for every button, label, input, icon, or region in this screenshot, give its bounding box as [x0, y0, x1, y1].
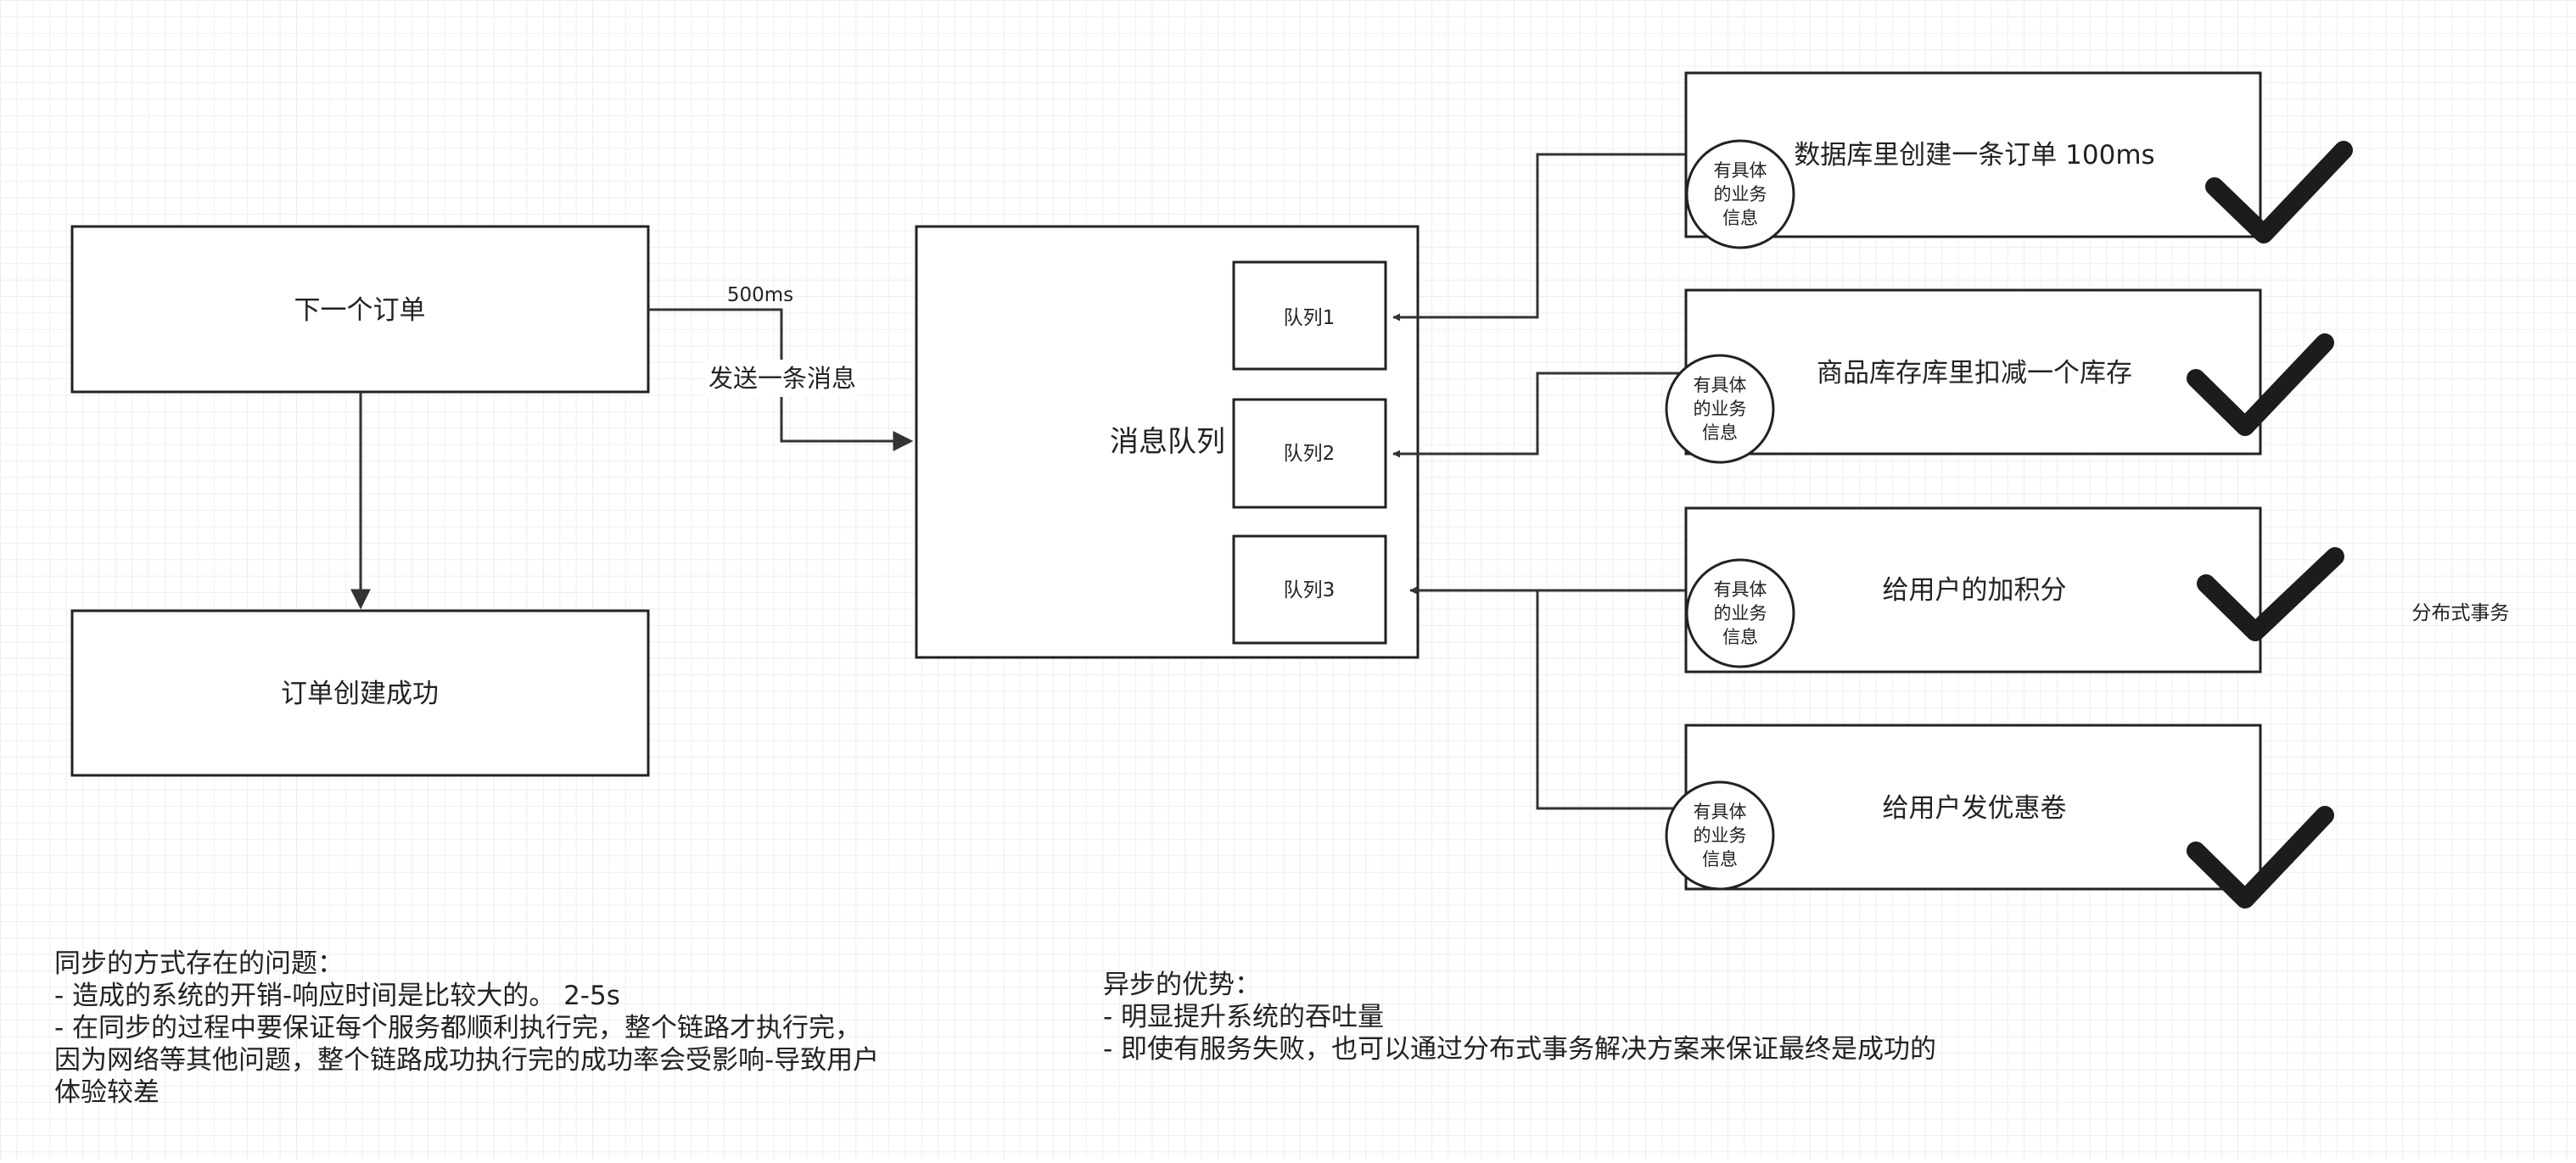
business-info-badge-3: 有具体 的业务 信息: [1685, 558, 1795, 668]
coupon-service-label: 给用户发优惠卷: [1883, 793, 2067, 824]
coupon-service-box[interactable]: [1684, 724, 2262, 891]
edge-coupon-to-queue3: [1536, 590, 1686, 810]
business-info-badge-1: 有具体 的业务 信息: [1685, 139, 1795, 249]
send-message-label-bg: [706, 360, 857, 397]
queue1-label: 队列1: [1284, 307, 1336, 329]
async-notes-line: - 即使有服务失败，也可以通过分布式事务解决方案来保证最终是成功的: [1103, 1034, 1937, 1065]
badge-line-2: 的业务: [1714, 184, 1767, 204]
edge-stock-to-queue2: [1392, 372, 1686, 458]
order-created-box[interactable]: [70, 609, 650, 777]
sync-notes-line: 体验较差: [54, 1077, 160, 1108]
badge-line-1: 有具体: [1714, 579, 1767, 600]
place-order-label: 下一个订单: [294, 295, 426, 326]
db-order-service-label: 数据库里创建一条订单 100ms: [1794, 140, 2154, 171]
business-info-badge-2: 有具体 的业务 信息: [1665, 354, 1775, 464]
edge-db-order-to-queue1: [1392, 153, 1686, 322]
badge-line-2: 的业务: [1694, 825, 1747, 846]
points-service-label: 给用户的加积分: [1883, 575, 2067, 606]
order-created-label: 订单创建成功: [281, 679, 439, 709]
badge-line-3: 信息: [1702, 849, 1738, 869]
place-order-box[interactable]: [70, 225, 650, 394]
checkmark-icon: [2187, 806, 2334, 909]
business-info-badge-4: 有具体 的业务 信息: [1665, 780, 1775, 891]
queue1-box[interactable]: [1232, 260, 1387, 371]
sync-notes-line: 因为网络等其他问题，整个链路成功执行完的成功率会受影响-导致用户: [54, 1045, 880, 1076]
checkmark-icon: [2197, 547, 2344, 641]
sync-notes-title: 同步的方式存在的问题：: [54, 948, 344, 979]
stock-service-box[interactable]: [1684, 288, 2262, 456]
queue2-label: 队列2: [1284, 443, 1336, 465]
badge-line-3: 信息: [1722, 208, 1758, 228]
badge-line-2: 的业务: [1694, 399, 1747, 419]
async-notes-title: 异步的优势：: [1103, 970, 1261, 1000]
distributed-transaction-label: 分布式事务: [2412, 602, 2510, 624]
queue2-box[interactable]: [1232, 398, 1387, 509]
badge-line-3: 信息: [1722, 627, 1758, 647]
queue3-label: 队列3: [1284, 579, 1336, 601]
badge-line-1: 有具体: [1694, 375, 1747, 395]
badge-line-3: 信息: [1702, 422, 1738, 443]
badge-line-1: 有具体: [1694, 802, 1747, 822]
async-notes-line: - 明显提升系统的吞吐量: [1103, 1002, 1385, 1032]
checkmark-icon: [2205, 141, 2353, 243]
badge-line-2: 的业务: [1714, 603, 1767, 623]
checkmark-icon: [2187, 333, 2334, 436]
queue3-box[interactable]: [1232, 534, 1387, 645]
badge-line-1: 有具体: [1714, 160, 1767, 181]
latency-label: 500ms: [727, 284, 793, 306]
message-queue-label: 消息队列: [1110, 425, 1225, 459]
sync-notes-line: - 造成的系统的开销-响应时间是比较大的。 2-5s: [54, 981, 620, 1011]
sync-notes-line: - 在同步的过程中要保证每个服务都顺利执行完，整个链路才执行完，: [54, 1013, 862, 1043]
send-message-label: 发送一条消息: [708, 364, 856, 393]
stock-service-label: 商品库存库里扣减一个库存: [1817, 358, 2132, 389]
